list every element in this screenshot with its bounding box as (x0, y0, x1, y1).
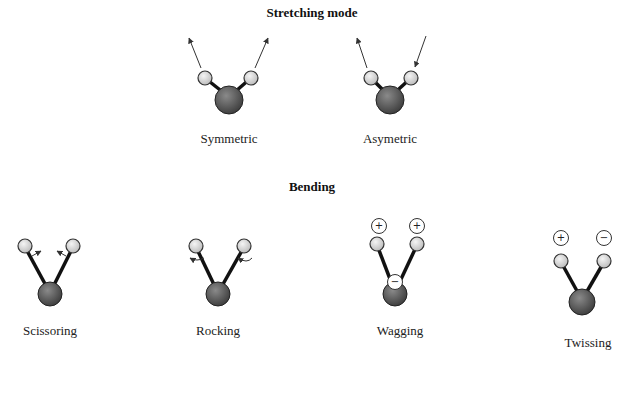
motion-arrows (32, 36, 426, 261)
charge-sign: − (391, 277, 399, 287)
outer-atoms (18, 71, 611, 268)
mode-name: Twissing (565, 336, 612, 349)
charge-sign: + (557, 233, 565, 243)
charge-sign: + (413, 221, 421, 231)
mode-name: Asymetric (363, 132, 417, 145)
central-atoms (38, 86, 595, 315)
mode-name: Rocking (196, 324, 240, 337)
bonds (25, 78, 604, 300)
sign-circles (372, 219, 612, 290)
section-heading: Stretching mode (266, 6, 357, 19)
mode-name: Scissoring (23, 324, 77, 337)
mode-name: Wagging (377, 324, 424, 337)
section-heading: Bending (289, 180, 335, 193)
charge-sign: + (375, 221, 383, 231)
mode-name: Symmetric (200, 132, 257, 145)
charge-sign: − (600, 233, 608, 243)
